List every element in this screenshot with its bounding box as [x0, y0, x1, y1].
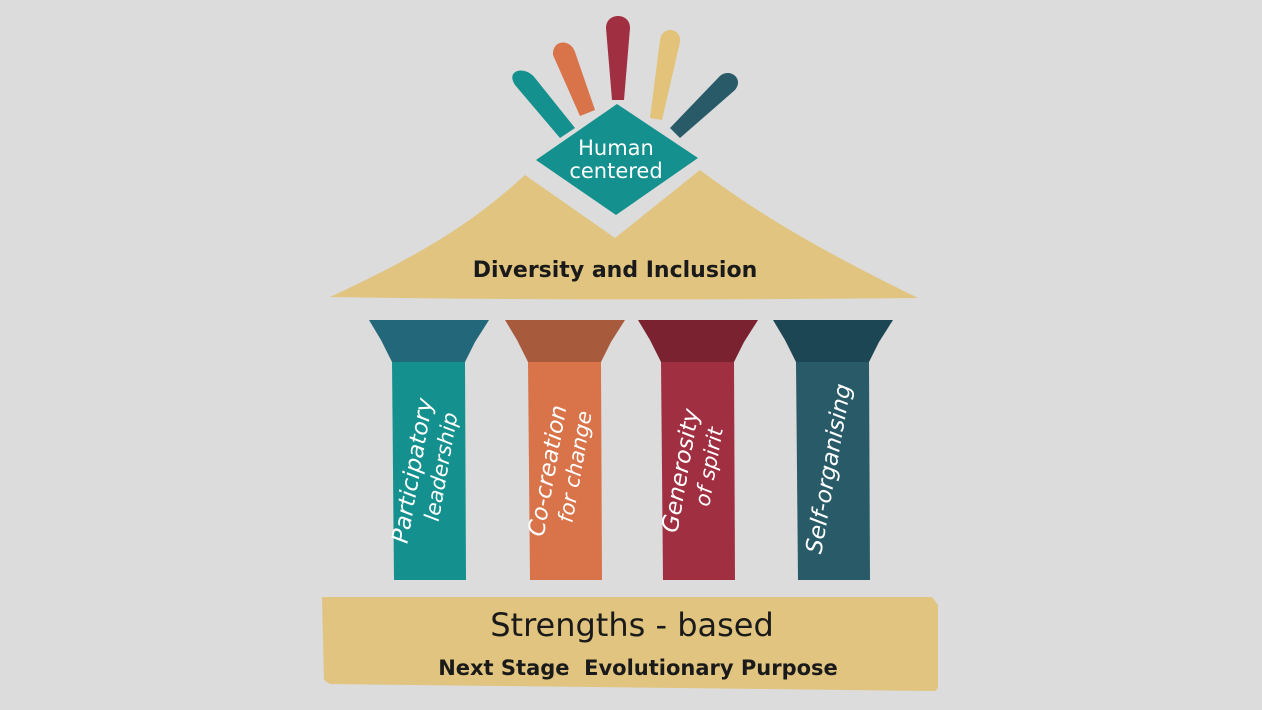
roof-label: Diversity and Inclusion	[473, 258, 758, 283]
pillar-capital	[638, 320, 758, 362]
finger-orange	[552, 42, 595, 116]
pillar-shaft	[661, 362, 735, 580]
human-centered-diamond	[536, 104, 698, 215]
base-title: Strengths - based	[490, 606, 774, 644]
pillar-co-creation: Co-creation for change	[505, 320, 625, 580]
base-subtitle: Next Stage Evolutionary Purpose	[438, 656, 838, 680]
human-centered-line2: centered	[569, 159, 662, 183]
pillar-capital	[369, 320, 489, 362]
pillar-shaft	[796, 362, 870, 580]
hand-fingers	[512, 16, 739, 138]
finger-slate	[670, 73, 739, 138]
base-platform	[322, 597, 938, 691]
human-centered-line1: Human	[578, 136, 654, 160]
pillar-capital	[773, 320, 893, 362]
pillar-capital	[505, 320, 625, 362]
finger-crimson	[606, 16, 630, 100]
finger-gold	[650, 30, 681, 121]
pillar-self-organising: Self-organising	[773, 320, 893, 580]
pillar-shaft	[528, 362, 602, 580]
finger-teal	[512, 70, 575, 138]
pillar-shaft	[392, 362, 466, 580]
pillar-generosity: Generosity of spirit	[638, 320, 758, 580]
roof	[330, 170, 918, 300]
pillar-participatory-leadership: Participatory leadership	[369, 320, 489, 580]
